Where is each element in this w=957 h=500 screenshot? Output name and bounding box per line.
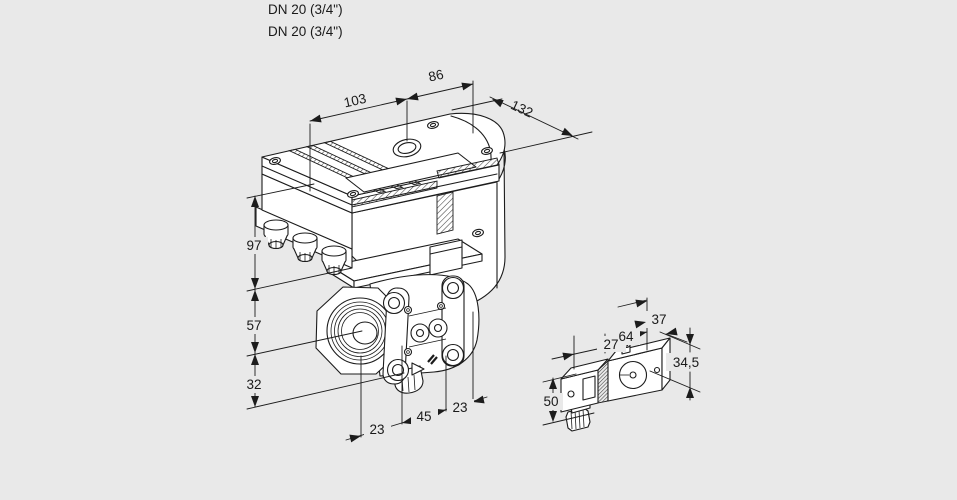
- pressure-taps: [410, 318, 448, 343]
- plug-cube-top: [560, 358, 609, 380]
- dim-bottom-right-label: 23: [452, 400, 467, 415]
- dim-top-right-label: 86: [427, 67, 445, 85]
- dim-height-upper-label: 97: [246, 238, 261, 253]
- cable-gland: [321, 245, 347, 276]
- dim-top-left-label: 103: [342, 91, 367, 111]
- dim-body-depth-label: 37: [651, 312, 666, 327]
- cable-gland: [263, 219, 289, 250]
- plug-recess: [582, 375, 596, 401]
- valve-body: [315, 274, 480, 394]
- plug-screw: [567, 390, 575, 398]
- cover-screws: [269, 121, 493, 198]
- flange-bolts: [382, 276, 465, 382]
- grip-band: [436, 157, 500, 179]
- valve-screws: [403, 301, 446, 357]
- connection-size-labels: DN 20 (3/4") DN 20 (3/4"): [268, 2, 343, 39]
- cable-glands: [263, 219, 347, 276]
- dim-plug-height-label: 50: [543, 394, 558, 409]
- cable-gland: [292, 232, 318, 263]
- dim-height-middle-label: 57: [246, 318, 261, 333]
- dim-bottom-left-label: 23: [369, 422, 384, 437]
- grip-band: [351, 180, 438, 208]
- dn-label-line1: DN 20 (3/4"): [268, 2, 343, 17]
- main-device: [255, 112, 506, 394]
- dim-body-length-label: 64: [618, 329, 634, 344]
- dim-plug-width-label: 27: [603, 337, 618, 352]
- motor-screw: [472, 228, 484, 238]
- dim-height-lower-label: 32: [246, 377, 261, 392]
- solenoid-side-screw: [653, 366, 661, 374]
- dim-bottom-middle-label: 45: [416, 409, 431, 424]
- dn-label-line2: DN 20 (3/4"): [268, 24, 343, 39]
- accessory-device: [560, 337, 671, 432]
- cover-knob: [392, 138, 422, 158]
- flow-arrow: [411, 362, 425, 376]
- dimension-annotations: 103 86 132 97 57 32 23 45 23 27 64 37 34…: [240, 67, 706, 443]
- dim-body-height-label: 34,5: [673, 355, 699, 370]
